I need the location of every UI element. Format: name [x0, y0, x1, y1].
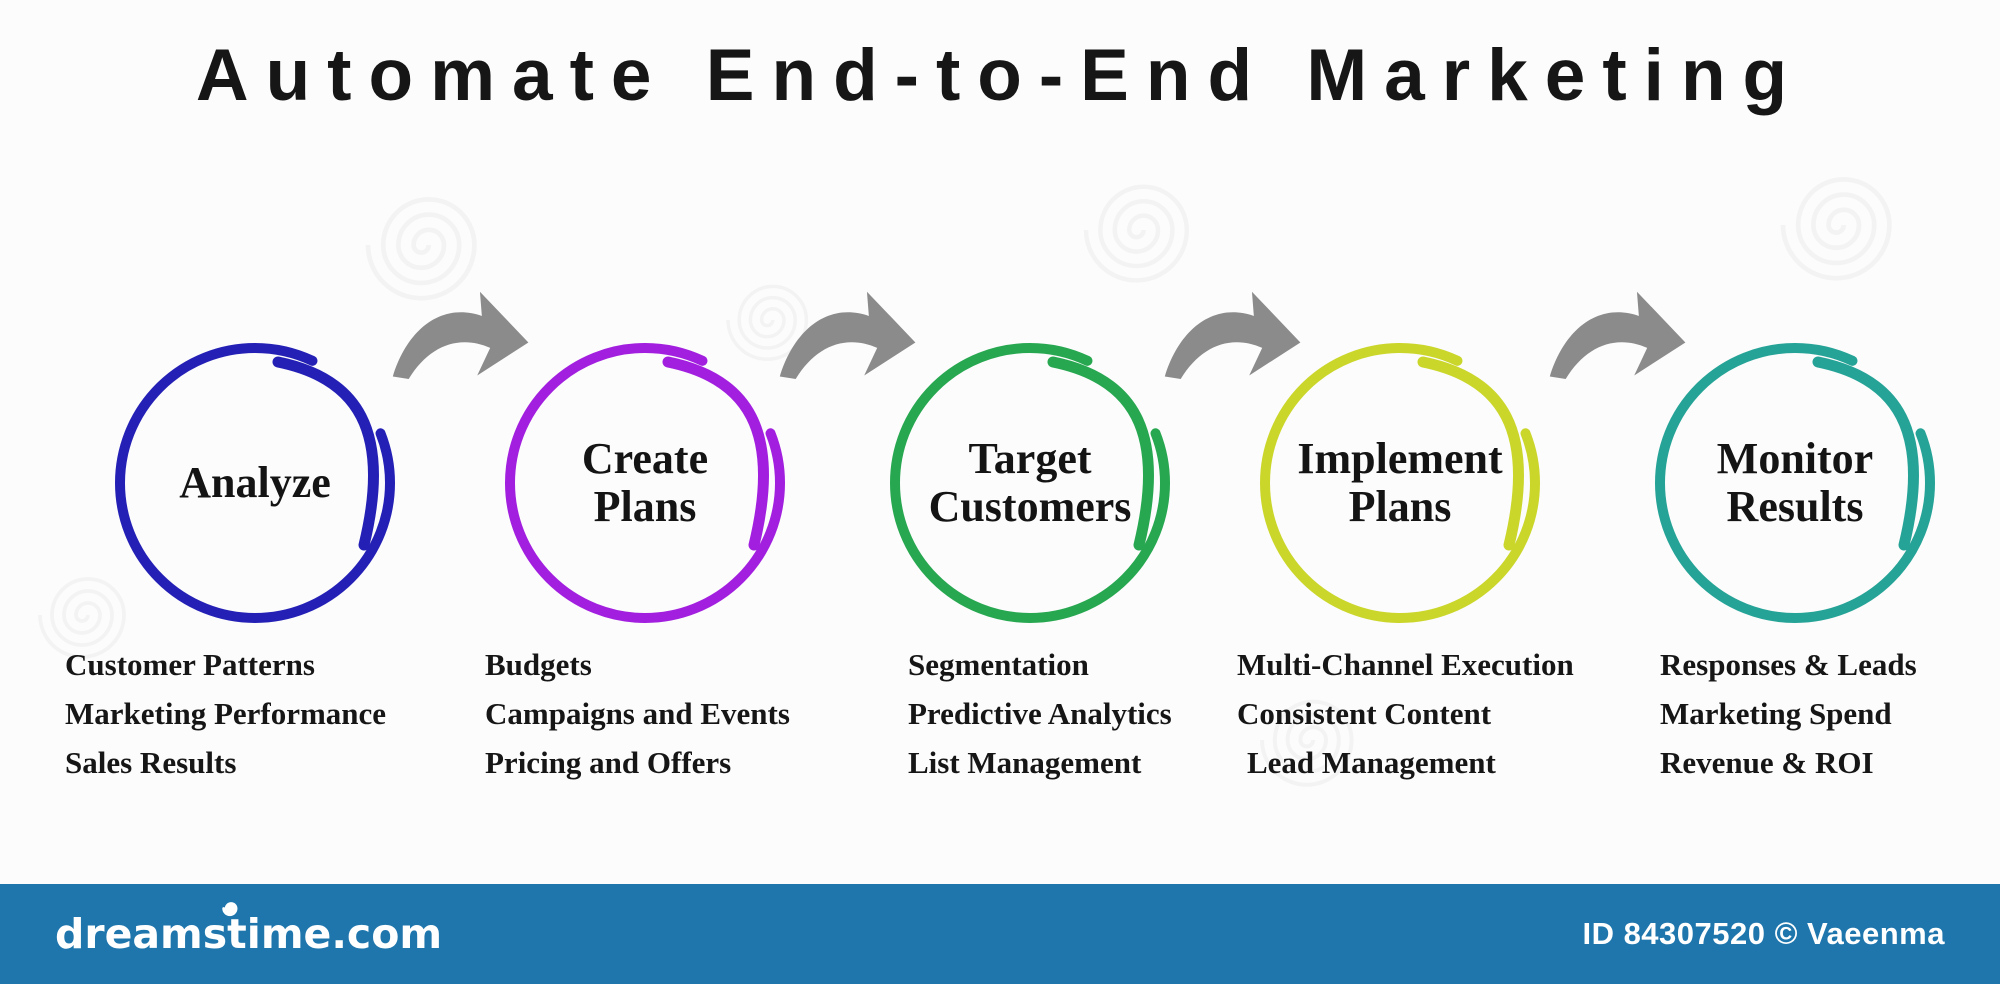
list-item: Consistent Content	[1237, 696, 1492, 731]
dreamstime-logo: dreamstime.com	[55, 902, 443, 958]
station-list-target-customers: Segmentation Predictive Analytics List M…	[908, 640, 1172, 787]
dreamstime-spiral-icon	[222, 902, 238, 917]
flow-arrow-icon	[392, 291, 529, 380]
list-item: Budgets	[485, 647, 592, 682]
list-item: Sales Results	[65, 745, 237, 780]
station-list-analyze: Customer Patterns Marketing Performance …	[65, 640, 386, 787]
list-item: Segmentation	[908, 647, 1089, 682]
stage-circle-icon	[115, 343, 395, 623]
watermark-spiral-icon	[365, 197, 477, 301]
list-item: Marketing Performance	[65, 696, 387, 731]
diagram-title: Automate End-to-End Marketing	[195, 35, 1805, 116]
watermark-spiral-icon	[1083, 184, 1190, 283]
station-list-create-plans: Budgets Campaigns and Events Pricing and…	[485, 640, 790, 787]
stage-label: Target Customers	[928, 433, 1132, 531]
stage-circle-icon	[505, 343, 785, 623]
watermark-footer: dreamstime.com ID 84307520 © Vaeenma	[0, 884, 2000, 984]
list-item: Revenue & ROI	[1660, 745, 1874, 780]
stage-label: Implement Plans	[1297, 433, 1503, 531]
list-item: Responses & Leads	[1660, 647, 1917, 682]
stage-target-customers: Target Customers	[885, 338, 1175, 628]
flow-arrow-icon	[1164, 291, 1301, 380]
stage-circle-icon	[890, 343, 1170, 623]
list-item: Lead Management	[1247, 745, 1496, 780]
list-item: Campaigns and Events	[485, 696, 790, 731]
list-item: List Management	[908, 745, 1142, 780]
watermark-spiral-icon	[1780, 177, 1892, 281]
station-list-implement-plans: Multi-Channel Execution Consistent Conte…	[1237, 640, 1574, 787]
watermark-spiral-icon	[38, 577, 126, 659]
station-list-monitor-results: Responses & Leads Marketing Spend Revenu…	[1660, 640, 1917, 787]
list-item: Customer Patterns	[65, 647, 315, 682]
flow-arrow-icon	[779, 291, 916, 380]
stage-implement-plans: Implement Plans	[1255, 338, 1545, 628]
flow-arrow-icon	[1549, 291, 1686, 380]
stage-monitor-results: Monitor Results	[1650, 338, 1940, 628]
list-item: Multi-Channel Execution	[1237, 647, 1574, 682]
stage-circle-icon	[1260, 343, 1540, 623]
stage-create-plans: Create Plans	[500, 338, 790, 628]
stage-label: Monitor Results	[1716, 433, 1874, 531]
watermark-spiral-icon	[1260, 699, 1354, 787]
list-item: Marketing Spend	[1660, 696, 1892, 731]
image-credit: ID 84307520 © Vaeenma	[1582, 916, 1945, 951]
list-item: Predictive Analytics	[908, 696, 1172, 731]
watermark-spiral-icon	[726, 284, 809, 361]
stage-label: Create Plans	[581, 433, 709, 531]
stage-label: Analyze	[179, 457, 331, 507]
brand-text: dreamstime.com	[55, 910, 443, 958]
stage-circle-icon	[1655, 343, 1935, 623]
stage-analyze: Analyze	[110, 338, 400, 628]
list-item: Pricing and Offers	[485, 745, 732, 780]
